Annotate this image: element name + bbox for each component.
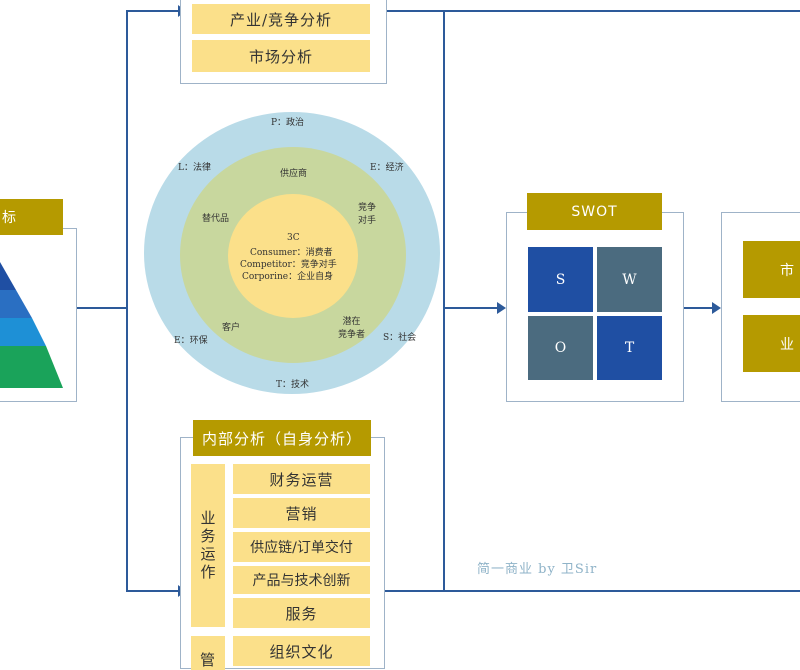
label-3c-title: 3C bbox=[287, 233, 300, 243]
label-3c-corporine: Corporine：企业自身 bbox=[242, 272, 334, 282]
connector-left-mid bbox=[76, 307, 128, 309]
label-environment: E：环保 bbox=[174, 336, 208, 346]
label-political: P：政治 bbox=[271, 118, 305, 128]
right-panel-item-1: 市 bbox=[743, 241, 800, 298]
label-economic: E：经济 bbox=[370, 163, 404, 173]
business-ops-group-label: 业务运作 bbox=[191, 464, 225, 627]
external-item-market: 市场分析 bbox=[192, 40, 370, 72]
label-legal: L：法律 bbox=[178, 163, 211, 173]
connector-to-swot bbox=[443, 307, 499, 309]
internal-item-service: 服务 bbox=[233, 598, 370, 628]
label-competitor: 竞争 对手 bbox=[358, 203, 377, 226]
label-3c-consumer: Consumer：消费者 bbox=[250, 248, 333, 258]
swot-weaknesses: W bbox=[597, 247, 662, 312]
swot-threats: T bbox=[597, 316, 662, 380]
pyramid-top bbox=[0, 262, 16, 290]
internal-item-product-innovation: 产品与技术创新 bbox=[233, 566, 370, 594]
label-technology: T：技术 bbox=[276, 380, 310, 390]
label-potential-competitor: 潜在 竞争者 bbox=[338, 317, 366, 340]
pyramid-middle bbox=[0, 318, 46, 346]
internal-item-culture: 组织文化 bbox=[233, 636, 370, 666]
pyramid-bottom bbox=[0, 346, 63, 388]
connector-external-right bbox=[383, 10, 800, 12]
label-social: S：社会 bbox=[383, 333, 417, 343]
connector-top bbox=[127, 10, 182, 12]
connector-internal-right bbox=[383, 590, 800, 592]
left-panel-title-text: 标 bbox=[2, 210, 17, 226]
left-panel-title: 标 bbox=[0, 199, 63, 235]
label-supplier: 供应商 bbox=[280, 169, 308, 179]
connector-to-right-panel bbox=[684, 307, 714, 309]
label-customer: 客户 bbox=[222, 323, 241, 333]
pyramid-graphic bbox=[0, 262, 63, 388]
label-substitute: 替代品 bbox=[202, 214, 230, 224]
internal-item-marketing: 营销 bbox=[233, 498, 370, 528]
external-item-industry: 产业/竞争分析 bbox=[192, 4, 370, 34]
pyramid-upper bbox=[0, 290, 32, 318]
arrow-to-right-panel bbox=[712, 302, 721, 314]
three-c-inner-circle bbox=[228, 194, 358, 318]
watermark-text: 简一商业 by 卫Sir bbox=[477, 562, 598, 577]
internal-item-supply-chain: 供应链/订单交付 bbox=[233, 532, 370, 562]
internal-analysis-header: 内部分析（自身分析） bbox=[193, 420, 371, 456]
connector-trunk bbox=[126, 10, 128, 592]
right-panel-item-2: 业 bbox=[743, 315, 800, 372]
connector-right-trunk bbox=[443, 10, 445, 592]
label-3c-competitor: Competitor：竞争对手 bbox=[240, 260, 337, 270]
swot-opportunities: O bbox=[528, 316, 593, 380]
connector-bottom bbox=[127, 590, 182, 592]
management-group-label: 管 bbox=[191, 636, 225, 670]
arrow-to-swot bbox=[497, 302, 506, 314]
internal-item-finance: 财务运营 bbox=[233, 464, 370, 494]
swot-strengths: S bbox=[528, 247, 593, 312]
swot-title: SWOT bbox=[527, 193, 662, 230]
